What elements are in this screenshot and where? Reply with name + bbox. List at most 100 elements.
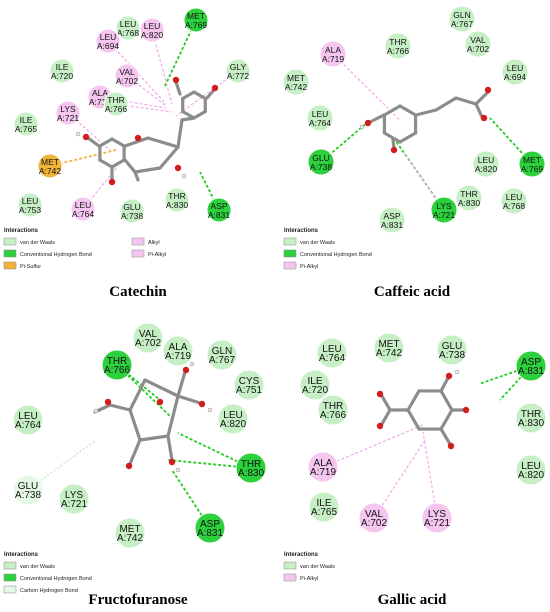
residue-circle <box>37 153 63 179</box>
residue-number: A:702 <box>467 44 489 54</box>
residue-name: LEU <box>120 19 137 29</box>
legend-swatch <box>3 573 17 582</box>
interaction-line <box>373 439 426 519</box>
interaction-line <box>422 431 438 519</box>
residue-name: GLY <box>230 62 247 72</box>
panel-title: Catechin <box>109 284 167 300</box>
residue-circle <box>139 17 165 43</box>
interaction-line <box>322 424 424 468</box>
residue-name: THR <box>521 409 542 420</box>
residue-number: A:719 <box>310 467 337 478</box>
panel-title: Gallic acid <box>378 592 447 608</box>
residue-name: MET <box>187 11 205 21</box>
residue-circle <box>13 111 39 137</box>
residue-circle <box>378 206 406 234</box>
residue-circle <box>472 150 500 178</box>
panel-title: Caffeic acid <box>374 284 451 300</box>
residue-number: A:767 <box>451 19 473 29</box>
residue-name: LEU <box>75 200 92 210</box>
hydrogen-atom <box>454 369 460 375</box>
interaction-line <box>115 103 173 113</box>
residue-name: ILE <box>20 115 33 125</box>
oxygen-atom <box>182 366 190 374</box>
residue-name: MET <box>287 73 305 83</box>
residue-name: GLU <box>18 481 39 492</box>
residue-name: THR <box>323 401 344 412</box>
oxygen-atom <box>156 398 164 406</box>
residue-circle <box>225 58 251 84</box>
legend-label: van der Waals <box>20 240 55 246</box>
residue-number: A:831 <box>381 220 403 230</box>
residue-circle <box>132 322 164 354</box>
hydrogen-atom <box>189 361 195 367</box>
residue-circle <box>515 350 547 382</box>
residue-circle <box>317 394 349 426</box>
residue-name: VAL <box>139 329 158 340</box>
residue-circle <box>233 369 265 401</box>
residue-circle <box>515 402 547 434</box>
residue-name: LYS <box>65 490 83 501</box>
legend-swatch <box>283 249 297 258</box>
residue-circle <box>316 337 348 369</box>
residue-number: A:719 <box>89 97 111 107</box>
legend-swatch <box>3 561 17 570</box>
legend-label: Pi-Alkyl <box>148 252 166 258</box>
residue-name: MET <box>41 157 59 167</box>
residue-name: VAL <box>119 67 135 77</box>
residue-number: A:765 <box>15 124 37 134</box>
residue-circle <box>358 502 390 534</box>
interaction-line <box>116 364 161 401</box>
legend-swatch <box>283 261 297 270</box>
residue-name: MET <box>523 155 541 165</box>
residue-number: A:769 <box>185 20 207 30</box>
legend-label: Pi-Alkyl <box>300 264 318 270</box>
residue-circle <box>103 91 129 117</box>
residue-name: THR <box>241 459 262 470</box>
residue-circle <box>206 197 232 223</box>
interaction-lines <box>322 365 532 519</box>
residue-circle <box>515 454 547 486</box>
residue-name: ASP <box>383 211 400 221</box>
residue-number: A:820 <box>141 30 163 40</box>
residue-name: LEU <box>521 461 540 472</box>
residue-circle <box>500 187 528 215</box>
residue-name: ILE <box>56 62 69 72</box>
hydrogen-atom <box>175 467 181 473</box>
interaction-line <box>478 365 532 385</box>
oxygen-atom <box>82 133 90 141</box>
residue-circle <box>436 334 468 366</box>
legend-swatch <box>283 561 297 570</box>
residue-number: A:764 <box>309 118 331 128</box>
interaction-line <box>167 459 252 469</box>
residue-circle <box>164 187 190 213</box>
residue-name: THR <box>460 189 477 199</box>
residue-number: A:719 <box>322 54 344 64</box>
oxygen-atom <box>174 164 182 172</box>
